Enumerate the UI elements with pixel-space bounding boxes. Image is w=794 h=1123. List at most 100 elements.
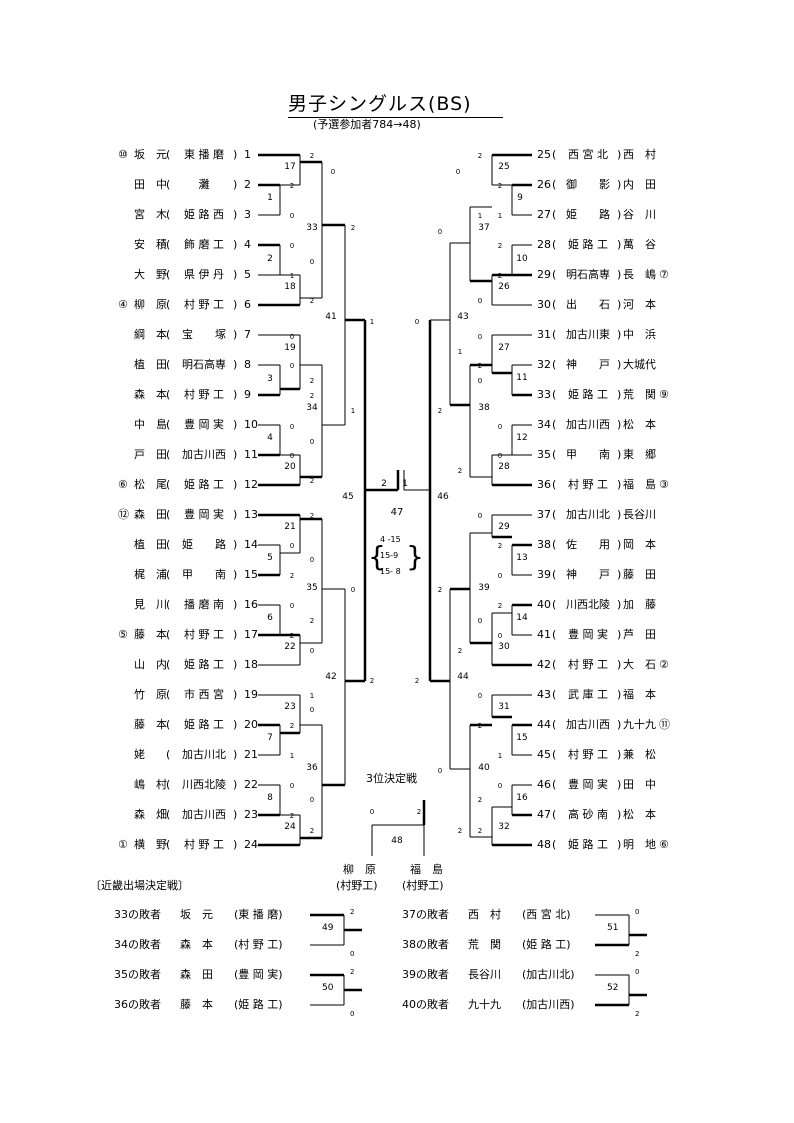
match-number: 41 (325, 312, 337, 322)
paren-close: ) (233, 718, 238, 731)
match-score: 0 (477, 617, 483, 625)
kinki-player-name: 坂 元 (180, 908, 213, 921)
paren-open: ( (552, 658, 557, 671)
match-score: 0 (497, 632, 503, 640)
match-score: 0 (289, 423, 295, 431)
player-number: 2 (244, 178, 251, 191)
player-number: 40 (537, 598, 551, 611)
match-score: 2 (289, 812, 295, 820)
player-school: 加古川西 (182, 808, 226, 821)
paren-close: ) (617, 568, 622, 581)
match-number: 28 (498, 462, 510, 472)
player-name: 森 田 (134, 508, 167, 521)
match-score: 1 (497, 752, 503, 760)
player-number: 22 (244, 778, 258, 791)
paren-open: ( (552, 718, 557, 731)
paren-close: ) (233, 748, 238, 761)
player-number: 44 (537, 718, 551, 731)
player-school: 加古川北 (566, 508, 610, 521)
title: 男子シングルス(BS) (288, 93, 472, 115)
seed-mark: ② (659, 658, 669, 671)
player-school: 姫 路 工 (184, 718, 224, 731)
paren-open: ( (552, 808, 557, 821)
match-number: 23 (284, 702, 296, 712)
match-number: 21 (284, 522, 296, 532)
match-score: 0 (289, 602, 295, 610)
paren-close: ) (617, 388, 622, 401)
paren-close: ) (233, 418, 238, 431)
match-number: 17 (284, 162, 296, 172)
player-number: 10 (244, 418, 258, 431)
player-name: 加 藤 (623, 598, 656, 611)
player-school: 姫 路 工 (184, 478, 224, 491)
player-name: 安 積 (134, 238, 167, 251)
player-school: 豊 岡 実 (568, 628, 608, 641)
paren-close: ) (617, 268, 622, 281)
match-score: 2 (497, 182, 503, 190)
player-name: 松 本 (623, 808, 656, 821)
player-name: 松 尾 (134, 478, 167, 491)
match-score: 0 (289, 452, 295, 460)
player-name: 嶋 村 (134, 778, 167, 791)
player-number: 8 (244, 358, 251, 371)
paren-open: ( (166, 538, 171, 551)
match-score: 2 (497, 242, 503, 250)
paren-open: ( (552, 238, 557, 251)
match-number: 12 (516, 433, 528, 443)
kinki-prefix: 33の敗者 (114, 908, 161, 921)
third-place-right-score: 2 (416, 808, 422, 816)
match-number: 25 (498, 162, 510, 172)
match-score: 0 (477, 377, 483, 385)
paren-open: ( (552, 778, 557, 791)
player-school: 神 戸 (566, 358, 610, 371)
paren-close: ) (233, 448, 238, 461)
player-name: 梶 浦 (134, 568, 167, 581)
paren-open: ( (552, 538, 557, 551)
match-number: 10 (516, 254, 528, 264)
kinki-prefix: 38の敗者 (402, 938, 449, 951)
player-number: 30 (537, 298, 551, 311)
paren-close: ) (233, 778, 238, 791)
player-number: 39 (537, 568, 551, 581)
seed-mark: ③ (659, 478, 669, 491)
kinki-player-name: 藤 本 (180, 998, 213, 1011)
paren-open: ( (166, 148, 171, 161)
match-number: 38 (478, 403, 490, 413)
third-place-right-school: (村野工) (402, 879, 444, 892)
match-score: 2 (497, 602, 503, 610)
match-score: 2 (457, 827, 463, 835)
player-school: 出 石 (566, 298, 610, 311)
player-name: 岡 本 (623, 538, 656, 551)
player-name: 藤 本 (134, 628, 167, 641)
player-name: 萬 谷 (623, 238, 656, 251)
player-school: 県 伊 丹 (184, 268, 224, 281)
paren-close: ) (233, 148, 238, 161)
player-name: 戸 田 (134, 448, 167, 461)
player-school: 豊 岡 実 (568, 778, 608, 791)
seed-mark: ① (118, 838, 128, 851)
player-number: 41 (537, 628, 551, 641)
match-number: 8 (267, 793, 273, 803)
player-school: 加古川東 (566, 328, 610, 341)
player-name: 西 村 (623, 148, 656, 161)
paren-close: ) (233, 268, 238, 281)
match-score: 2 (477, 796, 483, 804)
player-school: 村 野 工 (568, 748, 608, 761)
player-number: 25 (537, 148, 551, 161)
paren-open: ( (166, 598, 171, 611)
paren-open: ( (166, 748, 171, 761)
match-score: 2 (437, 586, 443, 594)
player-name: 大 野 (134, 268, 167, 281)
match-number: 33 (306, 223, 318, 233)
player-school: 高 砂 南 (568, 808, 608, 821)
match-score: 0 (289, 333, 295, 341)
kinki-prefix: 36の敗者 (114, 998, 161, 1011)
kinki-player-school: (姫 路 工) (522, 938, 571, 951)
kinki-prefix: 35の敗者 (114, 968, 161, 981)
paren-close: ) (617, 178, 622, 191)
kinki-score: 2 (350, 968, 355, 976)
player-school: 川西北陵 (566, 598, 610, 611)
paren-open: ( (552, 448, 557, 461)
player-school: 村 野 工 (184, 388, 224, 401)
paren-open: ( (166, 658, 171, 671)
